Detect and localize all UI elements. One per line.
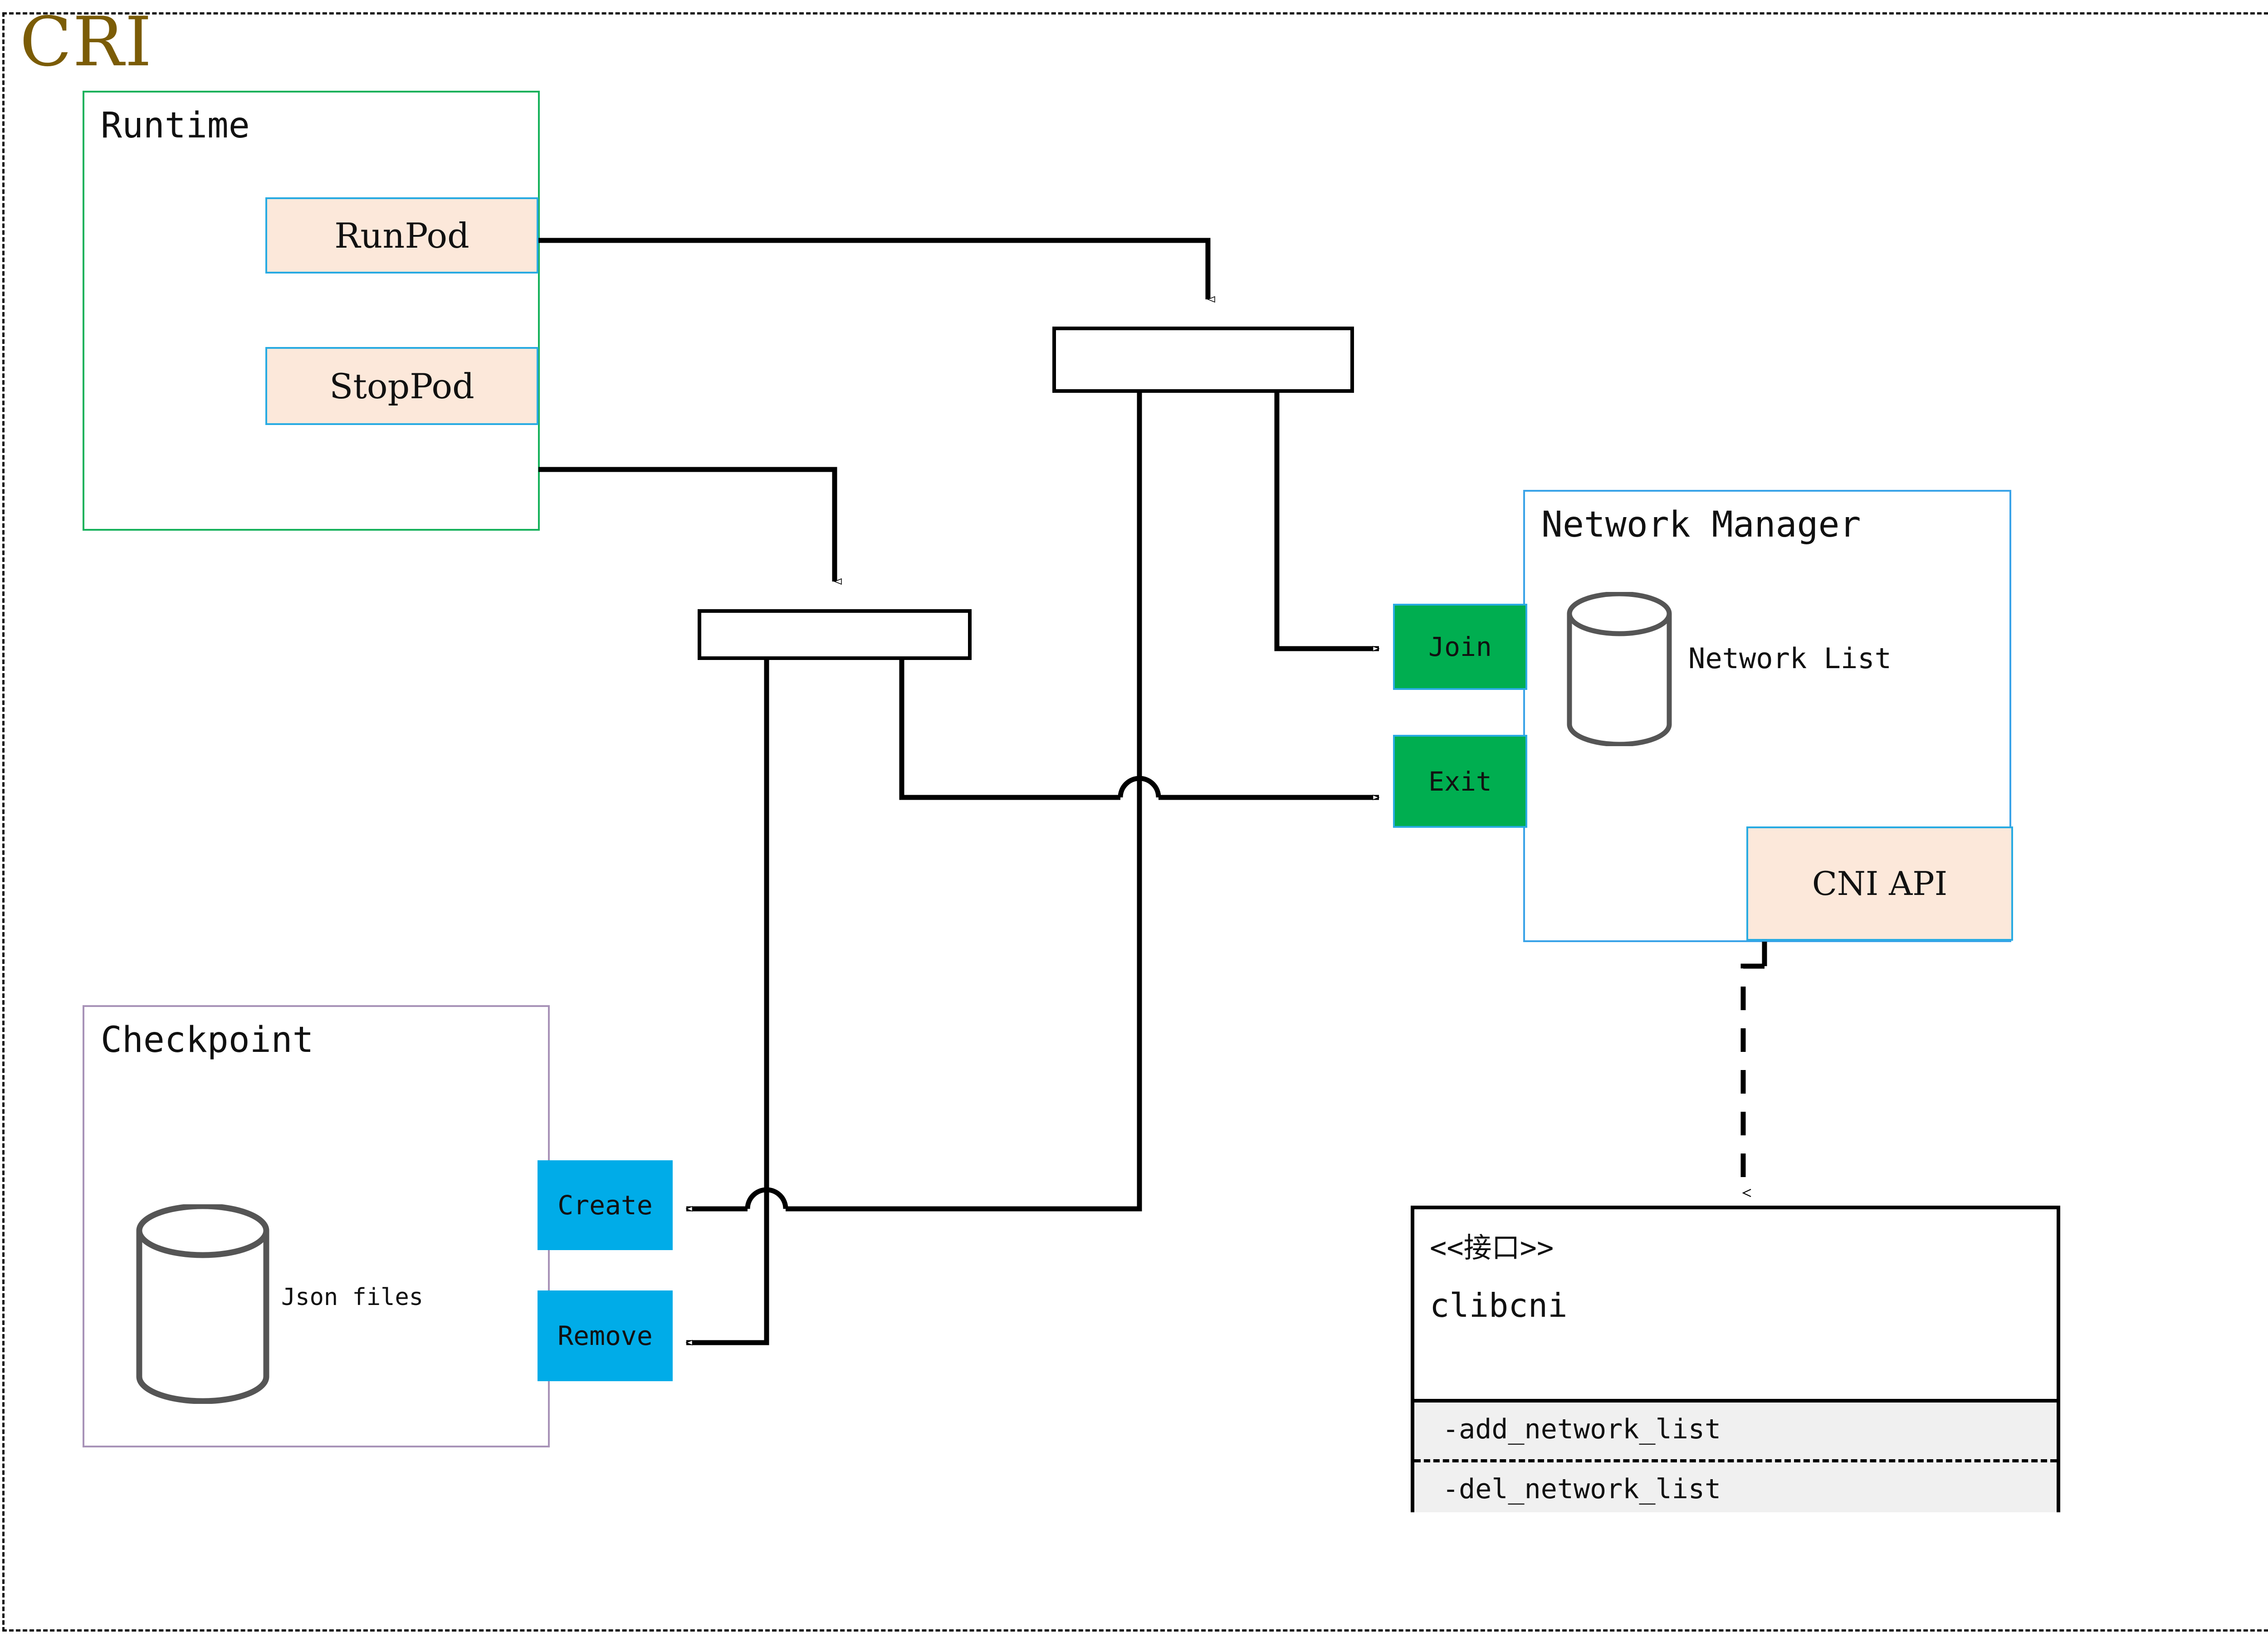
interface-name: clibcni [1430,1286,1568,1324]
database-icon-json-files [132,1204,273,1404]
group-network-manager [1523,490,2011,942]
database-label-network-list: Network List [1688,642,1892,675]
diagram-title: CRI [20,3,153,82]
group-network-manager-label: Network Manager [1541,504,1861,545]
interface-operations: -add_network_list -del_network_list [1414,1399,2057,1512]
fork-connector-bottom [698,609,972,660]
database-label-json-files: Json files [281,1284,424,1311]
interface-header: <<接口>> clibcni [1414,1209,2057,1399]
interface-stereotype: <<接口>> [1430,1231,1554,1264]
fork-connector-top [1052,327,1354,393]
node-cni-api[interactable]: CNI API [1746,826,2013,941]
node-remove[interactable]: Remove [538,1290,673,1381]
node-exit[interactable]: Exit [1393,735,1527,828]
group-checkpoint-label: Checkpoint [101,1020,314,1061]
diagram-outer-frame [2,12,2268,1632]
group-runtime [83,91,540,531]
interface-operation-del: -del_network_list [1414,1459,2057,1516]
interface-operation-add: -add_network_list [1442,1413,1721,1445]
node-stoppod[interactable]: StopPod [265,347,538,425]
interface-clibcni[interactable]: <<接口>> clibcni -add_network_list -del_ne… [1411,1206,2060,1512]
database-icon-network-list [1563,592,1676,746]
node-join[interactable]: Join [1393,604,1527,690]
group-runtime-label: Runtime [101,105,250,146]
node-runpod[interactable]: RunPod [265,197,538,274]
node-create[interactable]: Create [538,1160,673,1250]
